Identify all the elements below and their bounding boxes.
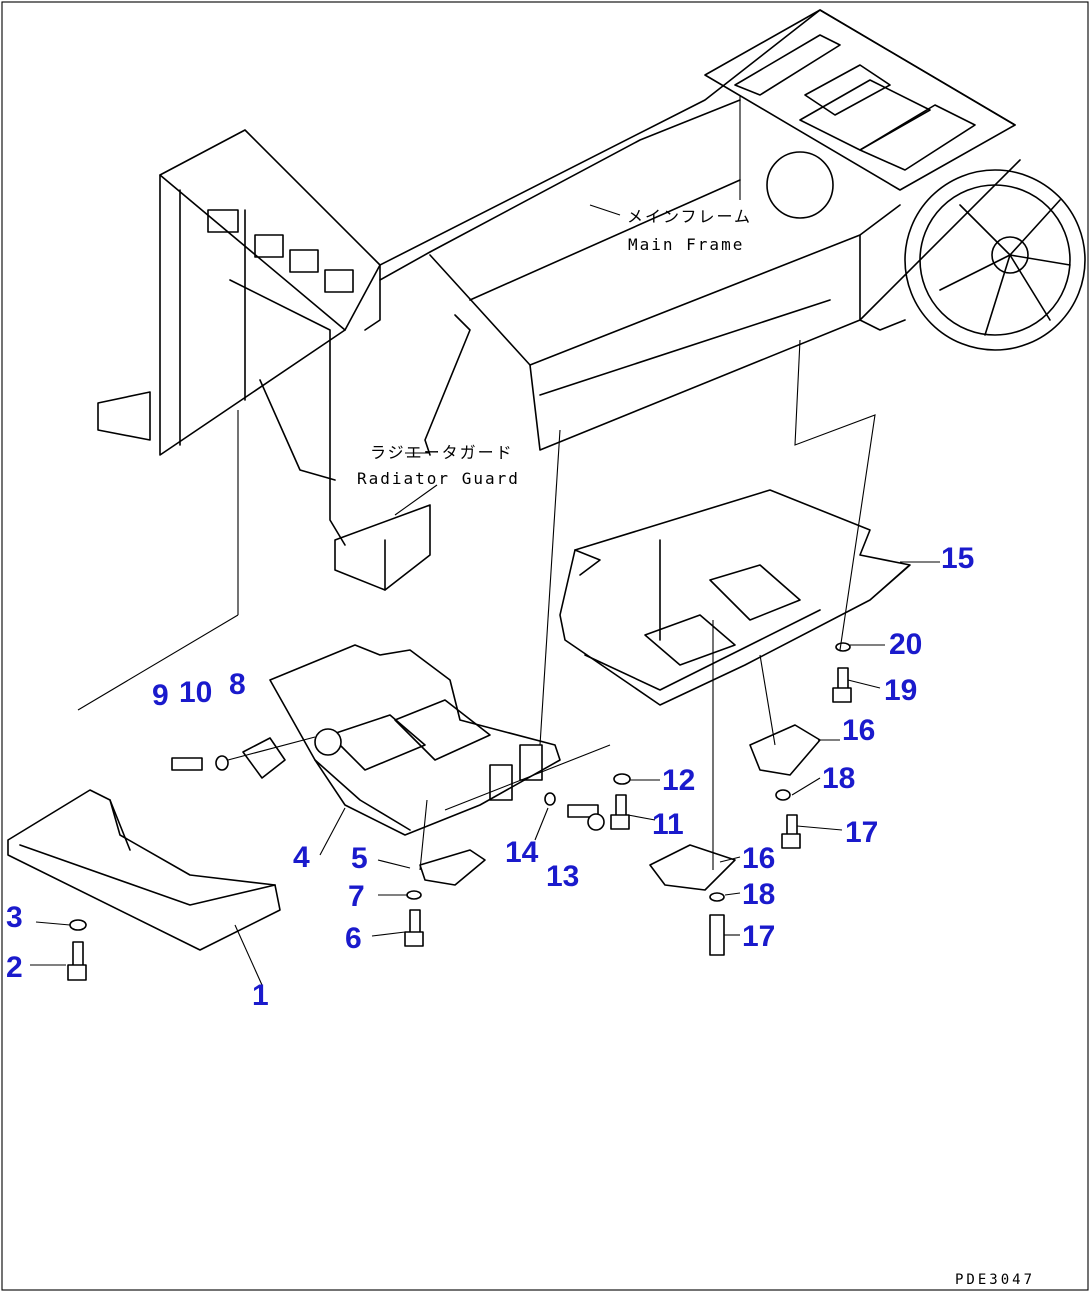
part-number-9: 9 — [152, 679, 169, 712]
part-number-6: 6 — [345, 922, 362, 955]
radiator-guard-jp-label: ラジエータガード — [370, 443, 514, 462]
part-number-7: 7 — [348, 880, 365, 913]
radiator-guard-en-label: Radiator Guard — [357, 469, 520, 488]
part-15-cover — [559, 489, 911, 706]
part-number-18-upper: 18 — [822, 762, 855, 795]
fasteners — [67, 642, 852, 981]
part-number-19: 19 — [884, 674, 917, 707]
part-number-13: 13 — [546, 860, 579, 893]
main-frame-jp-label: メインフレーム — [627, 207, 752, 226]
part-number-5: 5 — [351, 842, 368, 875]
part-number-18-lower: 18 — [742, 878, 775, 911]
part-8-plate — [242, 737, 286, 779]
part-number-16-lower: 16 — [742, 842, 775, 875]
washer-icon — [613, 773, 631, 785]
washer-icon — [406, 890, 422, 900]
bolt-icon — [615, 794, 627, 818]
bolt-icon — [837, 667, 849, 691]
part-number-8: 8 — [229, 668, 246, 701]
part-number-11: 11 — [652, 808, 684, 841]
bolt-head-icon — [404, 931, 424, 947]
main-frame-assembly — [97, 9, 1086, 591]
part-4-cover — [269, 644, 561, 836]
leader-lines — [30, 95, 940, 986]
washer-icon — [709, 892, 725, 902]
part-number-10: 10 — [179, 676, 212, 709]
part-1-guard — [7, 789, 281, 951]
part-number-1: 1 — [252, 979, 269, 1012]
pin-head-icon — [587, 813, 605, 831]
part-number-4: 4 — [293, 841, 310, 874]
bolt-icon — [72, 941, 84, 968]
bolt-head-icon — [610, 814, 630, 830]
part-16-plate-lower — [649, 844, 736, 891]
part-number-14: 14 — [505, 836, 539, 869]
plug — [314, 728, 342, 756]
part-number-20: 20 — [889, 628, 922, 661]
part-number-15: 15 — [941, 542, 974, 575]
pin-icon — [567, 804, 599, 818]
part-number-2: 2 — [6, 951, 23, 984]
bolt-head-icon — [67, 964, 87, 981]
bolt-head-icon — [832, 687, 852, 703]
part-number-17-upper: 17 — [845, 816, 878, 849]
main-frame-en-label: Main Frame — [628, 235, 744, 254]
washer-icon — [544, 792, 556, 806]
part-number-12: 12 — [662, 764, 695, 797]
part-number-17-lower: 17 — [742, 920, 775, 953]
bolt-head-icon — [781, 833, 801, 849]
part-number-16-upper: 16 — [842, 714, 875, 747]
part-16-plate-upper — [749, 724, 821, 776]
washer-icon — [775, 789, 791, 801]
part-5-plate — [419, 849, 486, 886]
drawing-code: PDE3047 — [955, 1272, 1035, 1288]
bolt-icon — [709, 914, 725, 956]
bolt-icon — [171, 757, 203, 771]
part-number-3: 3 — [6, 901, 23, 934]
washer-icon — [215, 755, 229, 771]
washer-icon — [835, 642, 851, 652]
washer-icon — [69, 919, 87, 931]
